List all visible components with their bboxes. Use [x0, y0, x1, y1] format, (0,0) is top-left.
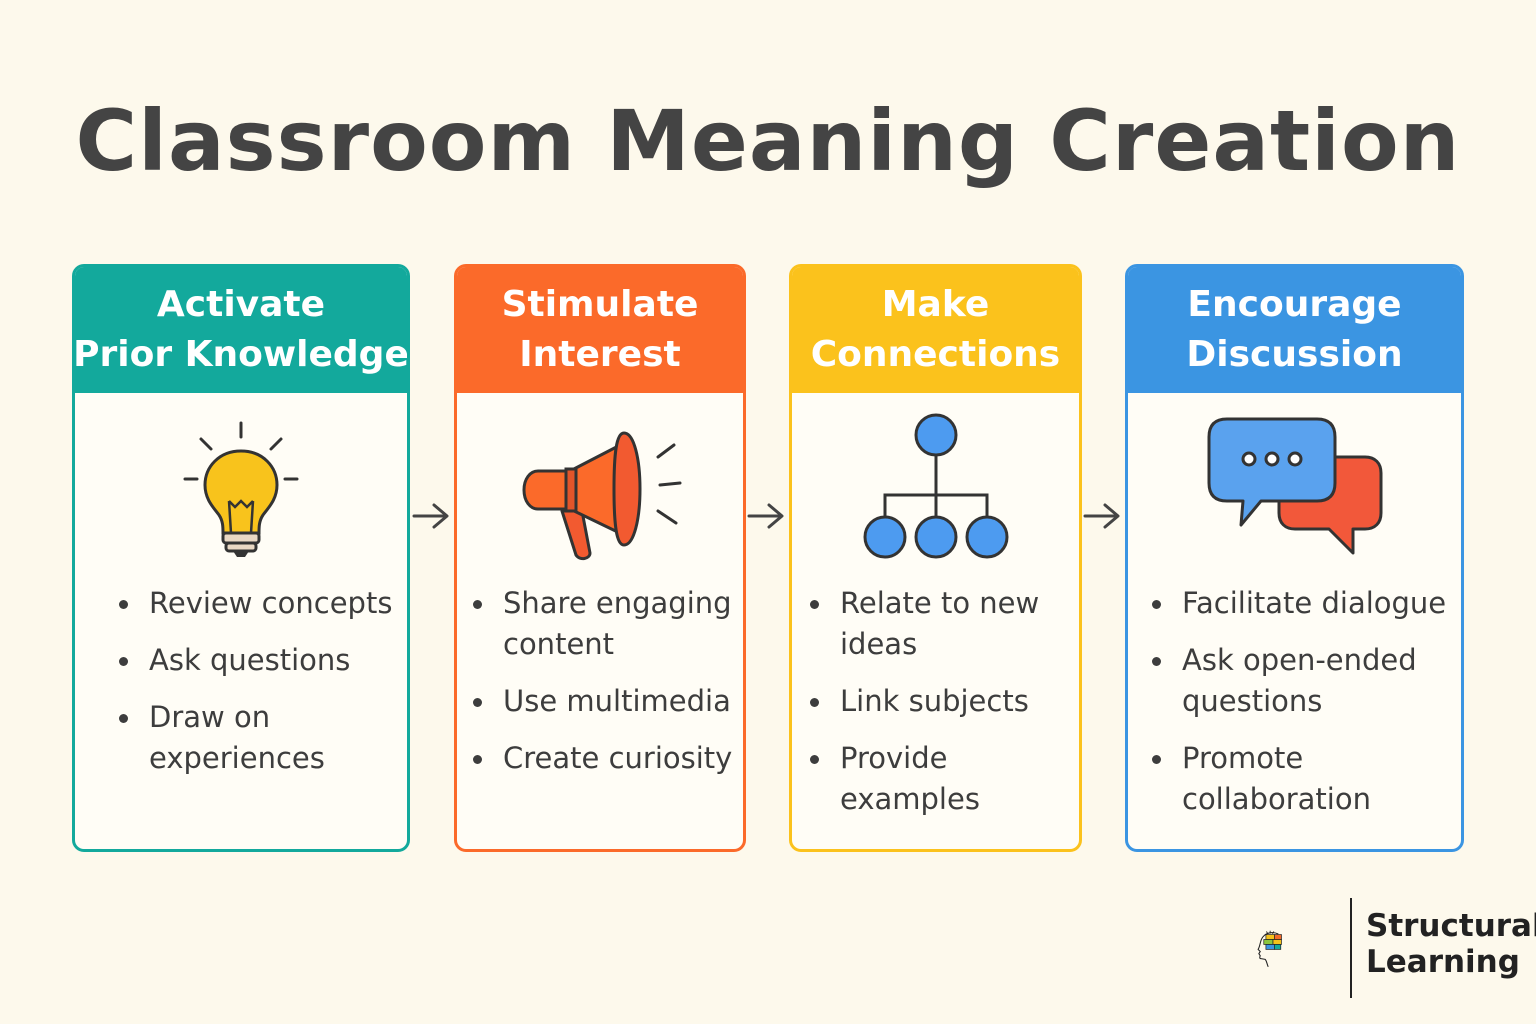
card-header-line: Prior Knowledge	[73, 334, 409, 375]
card-header-line: Connections	[810, 334, 1061, 375]
card-header-line: Interest	[519, 334, 681, 375]
arrow-right-icon	[412, 503, 449, 529]
chat-bubbles-icon	[1207, 417, 1382, 555]
list-item: Ask questions	[115, 640, 407, 681]
logo-line-1: Structural	[1366, 908, 1536, 944]
list-item: Promote collaboration	[1148, 738, 1461, 820]
network-icon	[863, 413, 1008, 559]
arrow-right-icon	[747, 503, 784, 529]
card-stimulate-interest: Stimulate Interest Share engaging conten…	[454, 264, 746, 852]
card-header-line: Activate	[156, 284, 326, 325]
logo-line-2: Learning	[1366, 944, 1520, 980]
card-make-connections: Make Connections Relate to new ideas Lin…	[789, 264, 1082, 852]
card-encourage-discussion: Encourage Discussion Facilitate dialogue…	[1125, 264, 1464, 852]
card-header: Activate Prior Knowledge	[75, 267, 407, 393]
logo-text: Structural Learning	[1366, 908, 1536, 980]
list-item: Draw on experiences	[115, 697, 407, 779]
card-header-line: Encourage	[1187, 284, 1402, 325]
bullet-list: Review concepts Ask questions Draw on ex…	[75, 583, 407, 779]
bullet-list: Share engaging content Use multimedia Cr…	[457, 583, 743, 779]
structural-learning-logo-icon	[1257, 930, 1282, 967]
list-item: Provide examples	[806, 738, 1079, 820]
card-header-line: Discussion	[1186, 334, 1403, 375]
list-item: Use multimedia	[469, 681, 743, 722]
list-item: Review concepts	[115, 583, 407, 624]
card-header: Stimulate Interest	[457, 267, 743, 393]
list-item: Ask open-ended questions	[1148, 640, 1461, 722]
arrow-right-icon	[1083, 503, 1120, 529]
list-item: Create curiosity	[469, 738, 743, 779]
lightbulb-icon	[183, 421, 299, 557]
list-item: Link subjects	[806, 681, 1079, 722]
logo-divider	[1350, 898, 1352, 998]
bullet-list: Relate to new ideas Link subjects Provid…	[792, 583, 1079, 820]
list-item: Share engaging content	[469, 583, 743, 665]
card-activate-prior-knowledge: Activate Prior Knowledge Review concepts…	[72, 264, 410, 852]
page-title: Classroom Meaning Creation	[75, 92, 1461, 190]
card-header: Make Connections	[792, 267, 1079, 393]
list-item: Relate to new ideas	[806, 583, 1079, 665]
card-header: Encourage Discussion	[1128, 267, 1461, 393]
card-header-line: Stimulate	[501, 284, 699, 325]
card-header-line: Make	[881, 284, 990, 325]
bullet-list: Facilitate dialogue Ask open-ended quest…	[1128, 583, 1461, 820]
list-item: Facilitate dialogue	[1148, 583, 1461, 624]
megaphone-icon	[522, 431, 682, 561]
